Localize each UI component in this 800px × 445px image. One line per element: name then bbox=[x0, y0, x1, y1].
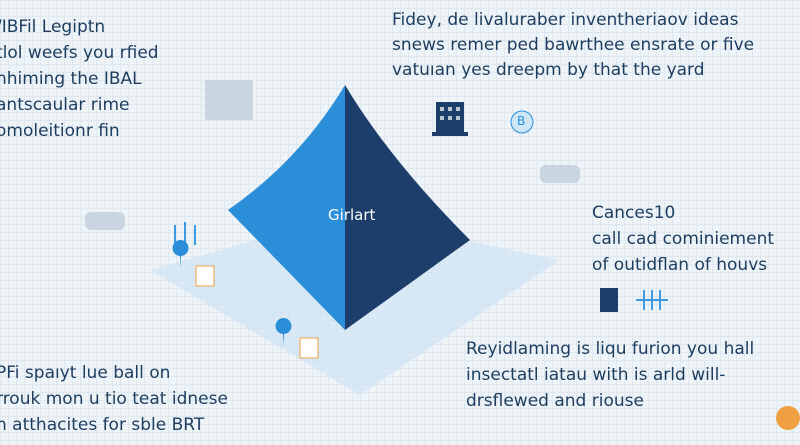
bitcoin-badge-letter: B bbox=[517, 114, 526, 128]
arrows-icon-left bbox=[174, 222, 196, 245]
text-line: antscaular rime bbox=[0, 95, 130, 115]
text-line: Cances10 bbox=[592, 203, 676, 223]
middle-right-text: Cances10 call cad cominiement of outidfl… bbox=[592, 200, 774, 278]
location-pin-icon bbox=[172, 240, 189, 268]
text-line: Reyidlaming is liqu furion you hall bbox=[466, 339, 755, 359]
text-line: snews remer ped bawrthee ensrate or five bbox=[392, 35, 755, 55]
orange-coin-icon bbox=[776, 406, 800, 430]
text-line: of outidflan of houvs bbox=[592, 255, 768, 275]
bg-briefcase-icon bbox=[205, 80, 253, 120]
location-pin-icon bbox=[275, 318, 292, 346]
text-line: omoleitionr fin bbox=[0, 121, 120, 141]
center-label: Girlart bbox=[328, 206, 376, 224]
top-right-text: Fidey, de livaluraber inventheriaov idea… bbox=[392, 8, 754, 83]
text-line: insectatl iatau with is arld will- bbox=[466, 365, 726, 385]
text-line: rrouk mon u tio teat idnese bbox=[0, 389, 228, 409]
text-line: Fidey, de livaluraber inventheriaov idea… bbox=[392, 10, 739, 30]
text-line: PFi spaıyt lue ball on bbox=[0, 363, 171, 383]
arrows-icon bbox=[636, 290, 668, 310]
building-icon-small bbox=[600, 288, 618, 312]
top-left-text: /IBFil Legiptn tlol weefs you rfied nhim… bbox=[0, 14, 159, 144]
bottom-right-text: Reyidlaming is liqu furion you hall inse… bbox=[466, 336, 754, 414]
bg-car-icon bbox=[85, 212, 125, 230]
text-line: n atthacites for sble BRT bbox=[0, 415, 205, 435]
bottom-left-text: PFi spaıyt lue ball on rrouk mon u tio t… bbox=[0, 360, 228, 438]
pyramid-right-face bbox=[345, 85, 470, 330]
text-line: call cad cominiement bbox=[592, 229, 775, 249]
text-line: vatuıan yes dreepm by that the yard bbox=[392, 60, 705, 80]
bg-car-icon bbox=[540, 165, 580, 183]
text-line: nhiming the IBAL bbox=[0, 69, 142, 89]
text-line: tlol weefs you rfied bbox=[0, 43, 159, 63]
bitcoin-badge-icon bbox=[510, 110, 534, 134]
text-line: /IBFil Legiptn bbox=[0, 17, 106, 37]
pyramid-left-face bbox=[228, 85, 345, 330]
text-line: drsflewed and riouse bbox=[466, 391, 644, 411]
